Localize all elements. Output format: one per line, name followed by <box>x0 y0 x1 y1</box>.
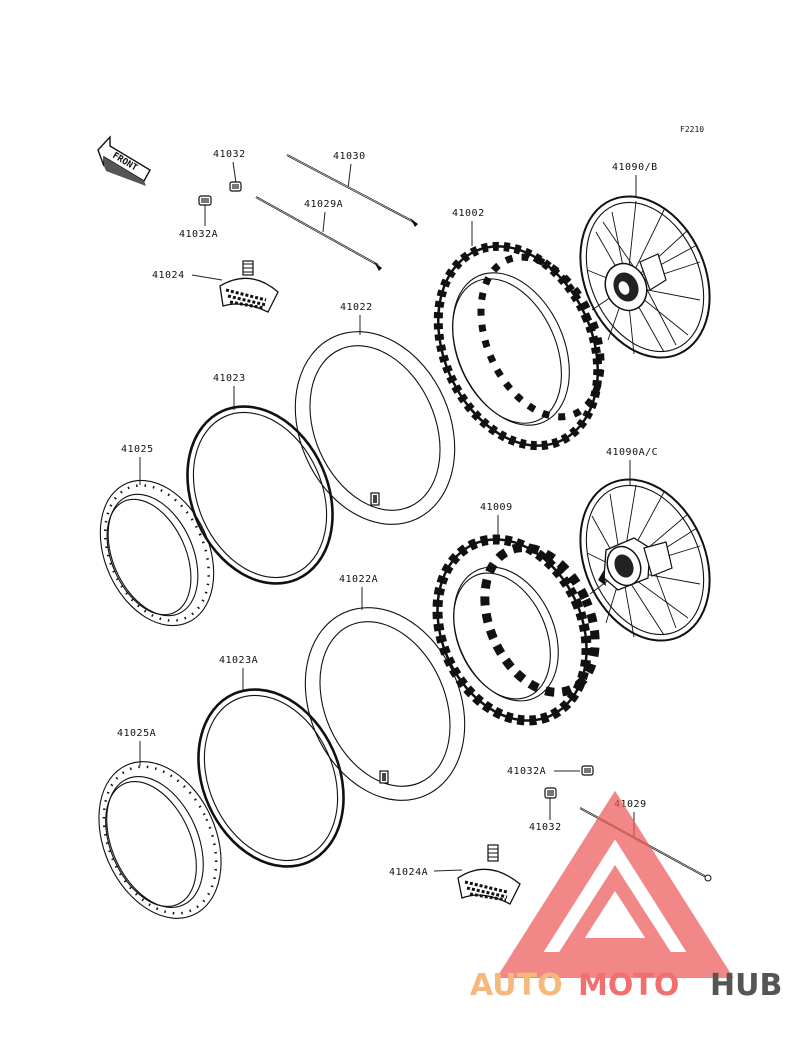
label-41032-bottom: 41032 <box>529 822 562 833</box>
watermark-hub: HUB <box>710 968 782 1003</box>
label-41032-top: 41032 <box>213 149 246 160</box>
tube-41022 <box>294 331 456 525</box>
label-41025a: 41025A <box>117 728 156 739</box>
rim-41025 <box>99 479 215 627</box>
label-41029: 41029 <box>614 799 647 810</box>
label-41002: 41002 <box>452 208 485 219</box>
watermark-auto: AUTO <box>470 968 563 1003</box>
tube-41022a <box>304 607 466 801</box>
diagram-code: F2210 <box>680 125 704 134</box>
watermark-text: AUTO MOTO HUB <box>470 968 782 1003</box>
label-41022: 41022 <box>340 302 373 313</box>
rim-lock-41024a <box>457 844 521 905</box>
rim-band-41023 <box>186 405 334 585</box>
label-41029a: 41029A <box>304 199 343 210</box>
tire-41002 <box>433 241 605 451</box>
watermark-moto: MOTO <box>578 968 679 1003</box>
wheel-41090b <box>579 195 711 359</box>
part-labels: 41032 41032A 41030 41029A 41024 41002 41… <box>117 149 658 878</box>
front-arrow: FRONT <box>97 135 151 186</box>
label-41032a-bottom: 41032A <box>507 766 546 777</box>
label-41022a: 41022A <box>339 574 378 585</box>
label-41023a: 41023A <box>219 655 258 666</box>
wheel-41090ac <box>579 478 711 642</box>
spoke-41030 <box>286 154 418 227</box>
spoke-41029a <box>255 196 382 271</box>
nut-41032a-bottom <box>581 765 594 776</box>
watermark-logo <box>496 790 734 978</box>
nut-41032-top <box>229 181 242 192</box>
label-41030: 41030 <box>333 151 366 162</box>
nut-41032a-top <box>198 195 212 206</box>
label-41024: 41024 <box>152 270 185 281</box>
rim-lock-41024 <box>219 260 279 313</box>
label-41024a: 41024A <box>389 867 428 878</box>
label-41009: 41009 <box>480 502 513 513</box>
label-41032a-top: 41032A <box>179 229 218 240</box>
label-41025: 41025 <box>121 444 154 455</box>
nut-41032-bottom <box>544 787 557 799</box>
label-41023: 41023 <box>213 373 246 384</box>
label-41090ac: 41090A/C <box>606 447 658 458</box>
rim-band-41023a <box>197 688 345 868</box>
rim-41025a <box>98 761 222 919</box>
label-41090b: 41090/B <box>612 162 658 173</box>
tire-41009 <box>432 534 600 726</box>
